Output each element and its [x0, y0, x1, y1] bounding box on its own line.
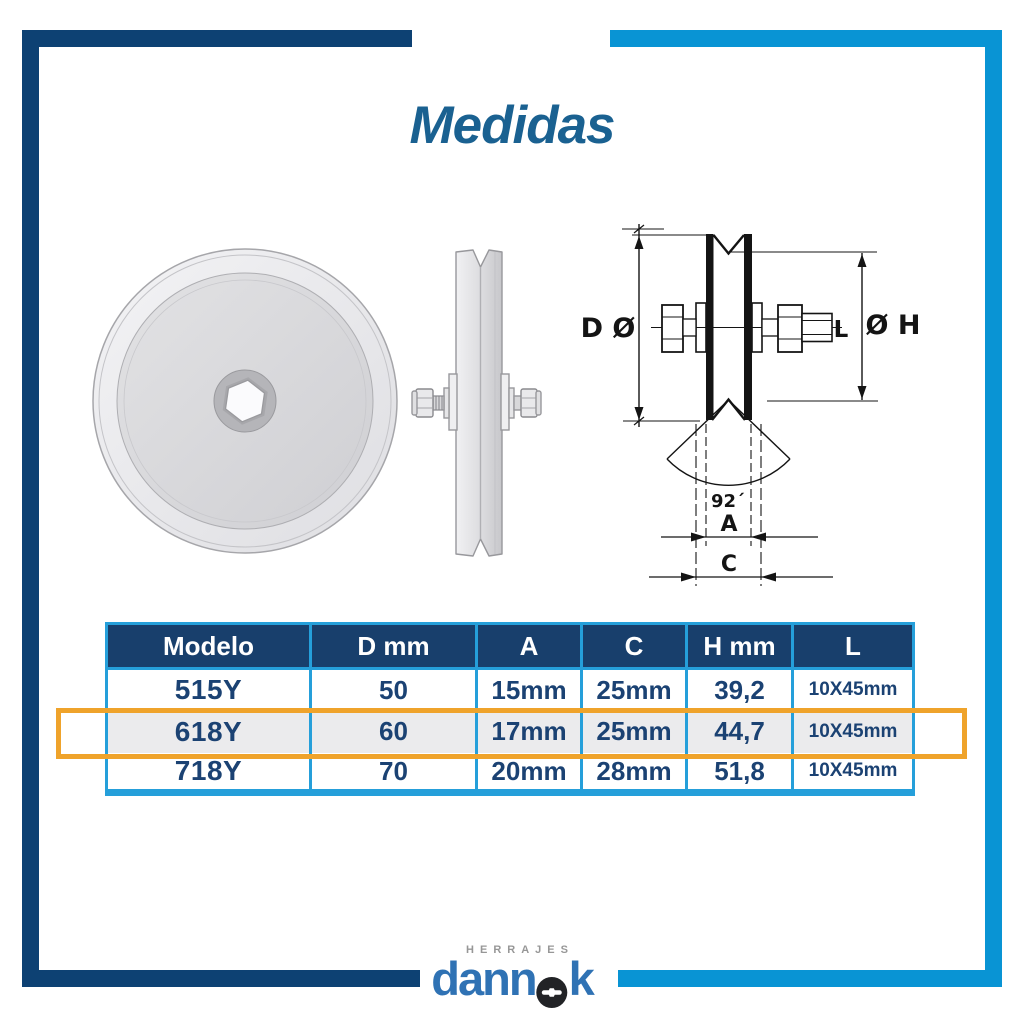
column-header-modelo: Modelo [108, 625, 312, 667]
frame-top-left [22, 30, 412, 47]
cell-c: 25mm [583, 670, 688, 710]
frame-bottom-right [618, 970, 1002, 987]
cell-modelo: 515Y [108, 670, 312, 710]
cell-h-mm: 39,2 [688, 670, 794, 710]
bolt-end [801, 312, 833, 343]
highlighted-row-outline [56, 708, 967, 759]
frame-right [985, 30, 1002, 987]
groove-angle-arc [666, 399, 791, 487]
hex-nut-right [777, 304, 803, 353]
cell-l: 10X45mm [808, 679, 898, 700]
hex-nut-left [661, 304, 684, 353]
frame-top-right [610, 30, 1002, 47]
cell-l: 10X45mm [808, 760, 898, 781]
label-a: A [720, 512, 737, 537]
brand-name-start: dann [431, 952, 537, 1005]
brand-name-end: k [568, 952, 595, 1005]
column-header-a: A [478, 625, 583, 667]
cell-a: 15mm [478, 670, 583, 710]
cell-h-mm: 51,8 [688, 753, 794, 789]
cell-d-mm: 50 [312, 670, 478, 710]
label-angle: 92´ [711, 491, 745, 512]
column-header-c: C [583, 625, 688, 667]
frame-bottom-left [22, 970, 420, 987]
column-header-h-mm: H mm [688, 625, 794, 667]
pulley-side-view [411, 249, 542, 557]
cell-c: 28mm [583, 753, 688, 789]
dimension-labels: D Ø Ø H L 92´ A C [581, 310, 921, 577]
pulley-front-view [92, 248, 398, 554]
cell-c: 25mm [583, 710, 688, 753]
column-header-l: L [794, 625, 912, 667]
page-title: Medidas [409, 96, 615, 155]
table-row-515y: 515Y 50 15mm 25mm 39,2 10X45mm [108, 670, 912, 710]
cell-d-mm: 60 [312, 710, 478, 753]
v-groove-top [712, 234, 745, 256]
cell-modelo: 618Y [108, 710, 312, 753]
table-row-718y: 718Y 70 20mm 28mm 51,8 10X45mm [108, 753, 912, 789]
cell-d-mm: 70 [312, 753, 478, 789]
cell-modelo: 718Y [108, 753, 312, 789]
bolt-o-icon [536, 977, 568, 1008]
cell-l: 10X45mm [808, 720, 898, 742]
column-header-d-mm: D mm [312, 625, 478, 667]
frame-left [22, 30, 39, 987]
cell-a: 17mm [478, 710, 583, 753]
brand-tagline: HERRAJES [466, 944, 574, 956]
cell-a: 20mm [478, 753, 583, 789]
cell-h-mm: 44,7 [688, 710, 794, 753]
dimension-diagram [622, 224, 878, 586]
table-header-row: Modelo D mm A C H mm L [108, 625, 912, 670]
v-groove-bottom [711, 397, 746, 421]
label-d-diameter: D Ø [581, 313, 636, 344]
label-c: C [721, 552, 737, 577]
label-l: L [834, 317, 849, 343]
table-row-618y-highlighted: 618Y 60 17mm 25mm 44,7 10X45mm [108, 710, 912, 753]
label-h-diameter: Ø H [866, 310, 921, 341]
